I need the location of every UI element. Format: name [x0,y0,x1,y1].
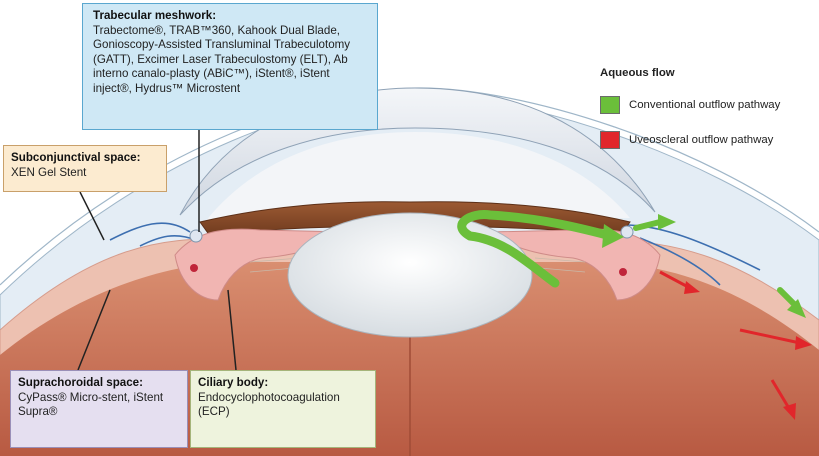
callout-trabecular-body: Trabectome®, TRAB™360, Kahook Dual Blade… [93,23,351,95]
conventional-flow-arrowhead [602,224,624,248]
zonules [249,257,586,273]
conventional-flow-arrow-2 [633,219,663,231]
conventional-flow-arrow [457,210,612,288]
callout-ciliary-body: Ciliary body: Endocyclophotocoagulation … [190,370,376,448]
uveoscleral-flow-arrowhead-1 [684,281,700,294]
uveoscleral-flow-arrowhead-3 [783,403,796,420]
callout-ciliary-heading: Ciliary body: [198,376,269,389]
legend-label-uveoscleral: Uveoscleral outflow pathway [629,134,774,146]
green-swatch-icon [600,96,620,114]
schlemm-canal-right [619,268,627,276]
legend: Aqueous flow Conventional outflow pathwa… [600,60,815,160]
callout-suprachoroidal-body: CyPass® Micro-stent, iStent Supra® [18,390,164,419]
conventional-flow-arrowhead-2 [658,214,676,230]
conventional-flow-arrowhead-3 [787,299,806,318]
uveoscleral-flow-arrow-1 [659,270,691,290]
legend-title: Aqueous flow [600,67,675,79]
callout-subconjunctival-space: Subconjunctival space: XEN Gel Stent [3,145,167,192]
red-swatch-icon [600,131,620,149]
uveoscleral-flow-arrow-3 [770,379,792,411]
legend-item-conventional: Conventional outflow pathway [600,95,780,115]
legend-item-uveoscleral: Uveoscleral outflow pathway [600,130,773,150]
callout-ciliary-body-text: Endocyclophotocoagulation (ECP) [198,390,340,419]
legend-label-conventional: Conventional outflow pathway [629,99,781,111]
leader-suprachoroidal [77,289,111,371]
leader-subconjunctival [79,191,105,241]
uveoscleral-flow-arrowhead-2 [795,336,812,350]
callout-subconjunctival-body: XEN Gel Stent [11,165,87,179]
uveoscleral-flow-arrow-2 [739,328,801,345]
callout-subconjunctival-heading: Subconjunctival space: [11,151,141,164]
callout-trabecular-meshwork: Trabecular meshwork: Trabectome®, TRAB™3… [82,3,378,130]
anterior-chamber [205,132,630,222]
trabecular-meshwork-left [189,229,203,243]
conventional-flow-arrow-3 [777,287,798,308]
callout-suprachoroidal-space: Suprachoroidal space: CyPass® Micro-sten… [10,370,188,448]
lens [287,212,533,338]
schlemm-canal-left [190,264,198,272]
callout-suprachoroidal-heading: Suprachoroidal space: [18,376,143,389]
leader-ciliary [227,289,237,371]
callout-trabecular-heading: Trabecular meshwork: [93,9,217,22]
trabecular-meshwork-right [620,225,634,239]
